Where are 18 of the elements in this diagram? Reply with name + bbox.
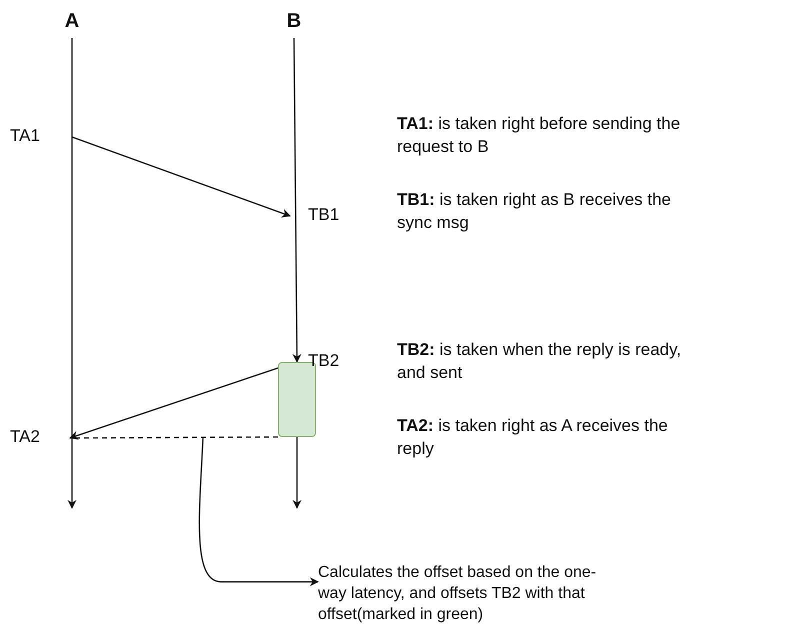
dashed-line (70, 436, 278, 439)
arrow (72, 136, 291, 218)
note-text: TB1: is taken right as B receives the sync msg (397, 189, 672, 234)
participant-label: A (58, 10, 86, 38)
timestamp-label: TA1 (10, 125, 72, 149)
timestamp-label: TA2 (10, 426, 70, 450)
note-text: TA1: is taken right before sending the request to B (397, 113, 682, 158)
timestamp-label: TB1 (290, 204, 348, 228)
note-text: TA2: is taken right as A receives the reply (397, 415, 669, 460)
arrow (69, 367, 278, 440)
timestamp-label: TB2 (308, 350, 340, 372)
arrow (198, 436, 319, 586)
note-text: TB2: is taken when the reply is ready, and sent (397, 339, 682, 384)
arrow (292, 38, 302, 363)
arrow (68, 38, 76, 509)
participant-label: B (280, 10, 308, 38)
annotation-text: Calculates the offset based on the one-way latency, and offsets TB2 with that offset(marked in green) (318, 562, 618, 628)
arrow (292, 437, 302, 509)
